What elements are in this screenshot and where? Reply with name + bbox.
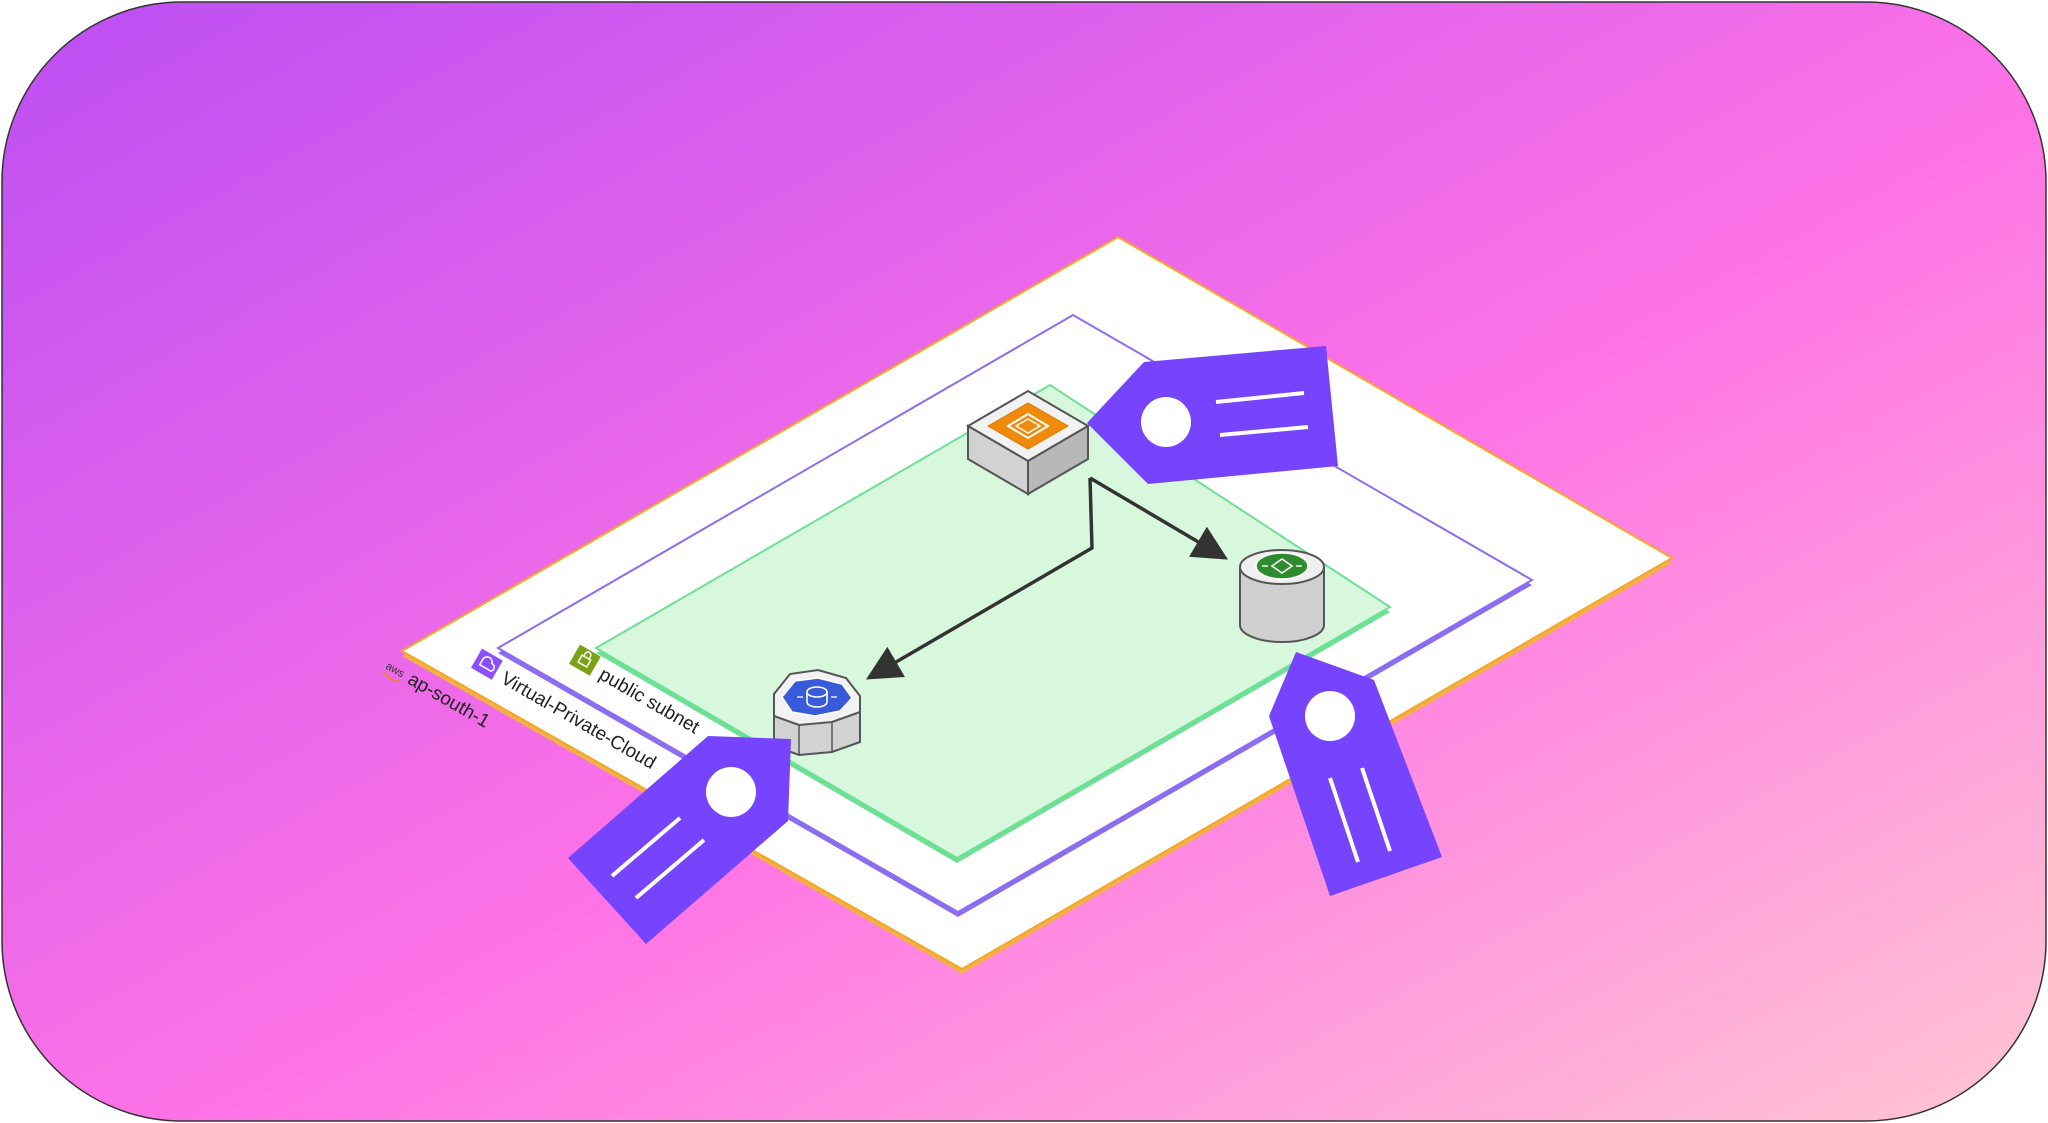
subnet-icon bbox=[569, 644, 601, 676]
compute-node[interactable] bbox=[966, 389, 1090, 496]
edge-compute-to-database bbox=[865, 477, 1094, 680]
database-node[interactable] bbox=[773, 668, 861, 757]
compute-tag[interactable] bbox=[1087, 346, 1338, 484]
tag-hole bbox=[1305, 691, 1355, 741]
storage-bucket-icon bbox=[1262, 558, 1302, 574]
edges bbox=[865, 476, 1229, 680]
cpu-chip-icon bbox=[1006, 412, 1050, 440]
edge-compute-to-storage bbox=[1089, 476, 1229, 560]
database-icon bbox=[797, 686, 837, 708]
storage-tag[interactable] bbox=[1269, 652, 1442, 896]
tag-icon bbox=[1087, 346, 1338, 484]
database-tag[interactable] bbox=[568, 736, 791, 944]
tag-hole bbox=[706, 767, 756, 817]
tag-hole bbox=[1141, 397, 1191, 447]
vpc-icon bbox=[471, 648, 503, 680]
storage-node[interactable] bbox=[1239, 549, 1325, 643]
